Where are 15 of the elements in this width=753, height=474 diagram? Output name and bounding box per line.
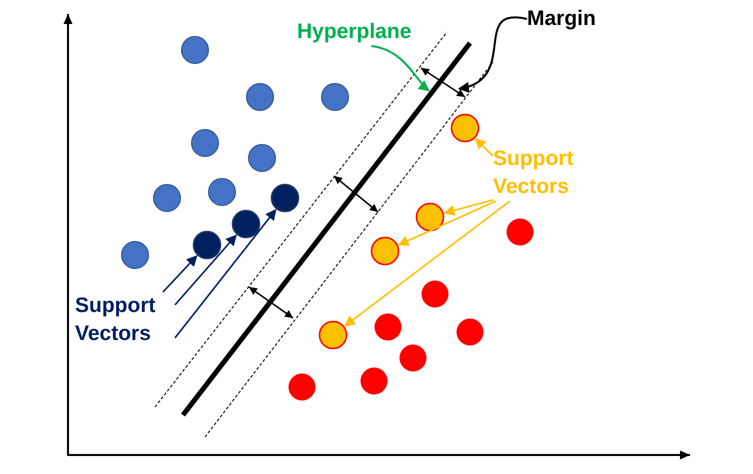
leader-line: [443, 199, 494, 216]
support-vectors-label: Support Vectors: [493, 145, 593, 201]
leader-line: [162, 255, 198, 293]
leader-line: [371, 45, 430, 92]
hyperplane-line: [181, 41, 472, 417]
leader-line: [398, 200, 496, 246]
support-vectors-label: Support Vectors: [75, 292, 175, 348]
leader-line: [174, 234, 237, 306]
leader-line: [174, 208, 276, 338]
leader-line: [458, 16, 528, 92]
margin-label: Margin: [527, 5, 607, 33]
leader-line: [474, 138, 494, 157]
support-vector-point: [450, 114, 480, 142]
leader-line: [344, 200, 510, 327]
hyperplane-label: Hyperplane: [297, 18, 417, 46]
